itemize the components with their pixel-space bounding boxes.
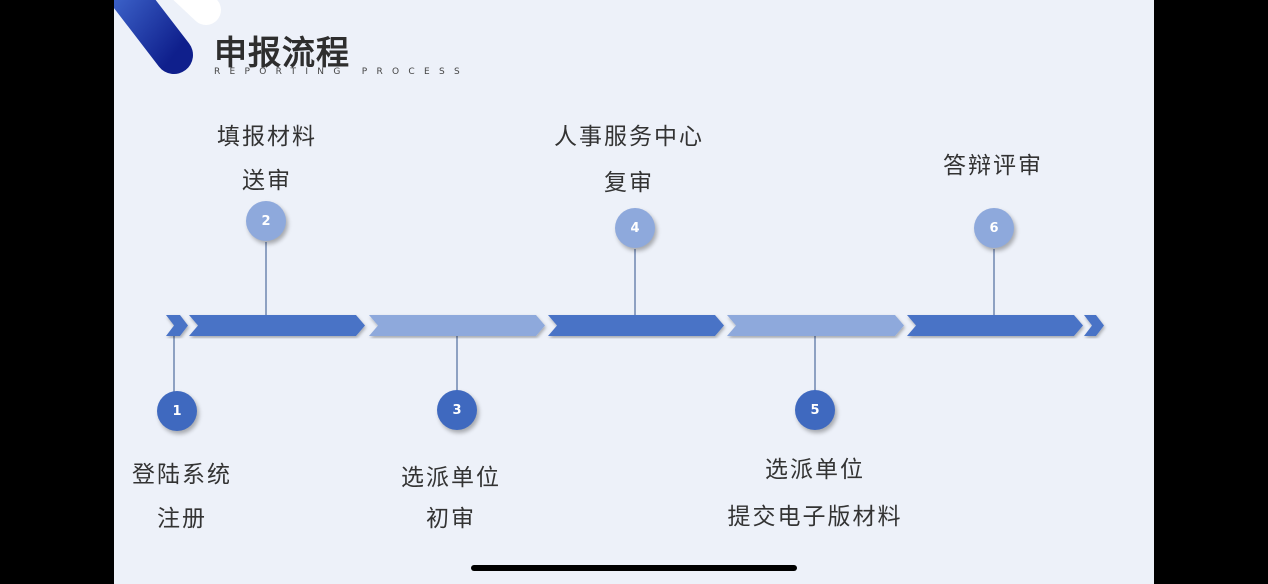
step-1-badge: 1 xyxy=(157,391,197,431)
home-indicator[interactable] xyxy=(471,565,797,571)
chevron-segment-2 xyxy=(369,315,545,336)
step-4-badge: 4 xyxy=(615,208,655,248)
step-1-label-line-1: 登陆系统 xyxy=(132,462,232,488)
step-2-label-line-2: 送审 xyxy=(242,168,292,194)
step-4-label-line-1: 人事服务中心 xyxy=(554,124,704,150)
slide: 申报流程 REPORTING PROCESS 1 2 3 4 5 6 登陆系统 … xyxy=(114,0,1154,584)
chevron-segment-1 xyxy=(189,315,365,336)
step-5-label-line-1: 选派单位 xyxy=(765,457,865,483)
chevron-start xyxy=(166,315,188,336)
step-6-badge: 6 xyxy=(974,208,1014,248)
step-3-label-line-2: 初审 xyxy=(426,506,476,532)
step-5-label-line-2: 提交电子版材料 xyxy=(727,504,903,530)
step-3-label-line-1: 选派单位 xyxy=(401,465,501,491)
logo-decoration xyxy=(114,0,221,74)
page-subtitle: REPORTING PROCESS xyxy=(214,67,470,77)
chevron-segment-4 xyxy=(727,315,904,336)
page-title: 申报流程 xyxy=(214,33,350,72)
chevron-end xyxy=(1084,315,1104,336)
step-5-badge: 5 xyxy=(795,390,835,430)
step-4-label-line-2: 复审 xyxy=(604,170,654,196)
step-1-label-line-2: 注册 xyxy=(157,506,207,532)
step-6-label-line-1: 答辩评审 xyxy=(943,153,1043,179)
timeline xyxy=(166,242,1104,392)
step-3-badge: 3 xyxy=(437,390,477,430)
step-2-badge: 2 xyxy=(246,201,286,241)
chevron-segment-5 xyxy=(907,315,1083,336)
step-2-label-line-1: 填报材料 xyxy=(217,124,317,150)
chevron-segment-3 xyxy=(548,315,724,336)
